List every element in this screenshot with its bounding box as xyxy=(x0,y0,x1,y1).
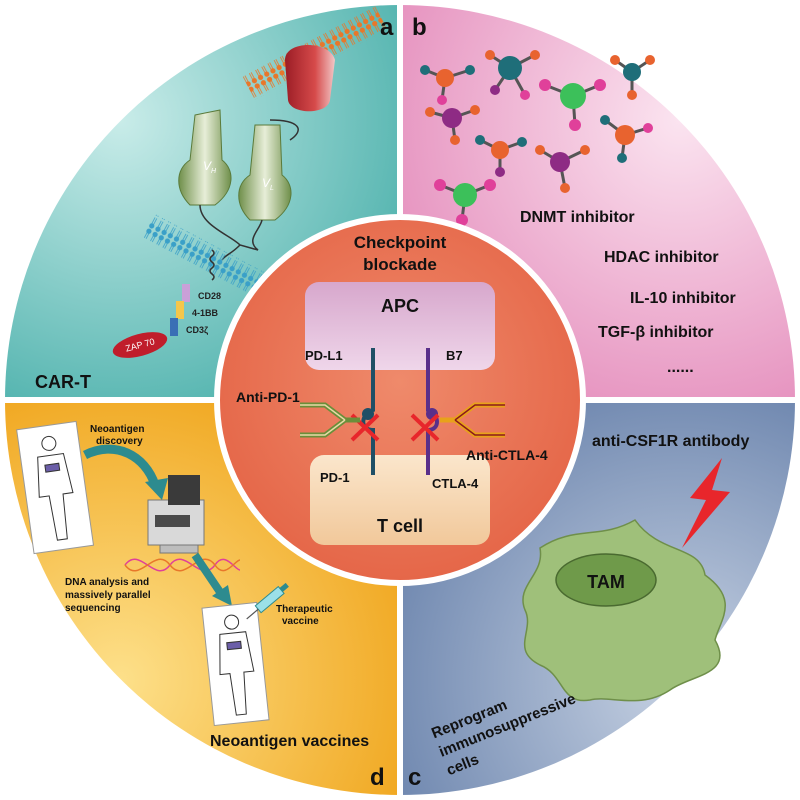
svg-text:VL: VL xyxy=(262,176,274,192)
svg-text:sequencing: sequencing xyxy=(65,603,121,614)
molecule-icon xyxy=(610,55,655,100)
panel-letter-c: c xyxy=(408,764,421,791)
zap70-icon xyxy=(112,332,168,358)
pdl1-label: PD-L1 xyxy=(305,348,343,363)
patient-card xyxy=(201,601,270,727)
molecule-icons xyxy=(420,50,655,226)
panel-letter-a: a xyxy=(380,14,394,41)
person-icon xyxy=(37,435,74,541)
molecule-icon xyxy=(535,145,590,193)
car-t-title: CAR-T xyxy=(35,372,91,392)
antigen-icon xyxy=(285,45,335,112)
hdac-inhibitor: HDAC inhibitor xyxy=(604,249,719,266)
svg-text:VH: VH xyxy=(203,159,217,175)
pd1-label: PD-1 xyxy=(320,470,350,485)
svg-text:CD3ζ: CD3ζ xyxy=(186,325,208,335)
molecule-icon xyxy=(485,50,540,100)
quadrant-d: d Neoantigen discovery DNA analysis and … xyxy=(16,420,385,791)
arrow-icon xyxy=(82,444,160,487)
vl-chain-icon xyxy=(238,124,292,221)
svg-text:Therapeutic: Therapeutic xyxy=(276,604,333,615)
svg-text:DNA analysis and: DNA analysis and xyxy=(65,577,149,588)
tam-nucleus xyxy=(555,553,657,607)
antibody-icon-highlight xyxy=(454,404,505,436)
block-x-icon xyxy=(410,413,440,442)
ctla4-label: CTLA-4 xyxy=(432,476,479,491)
panel-letter-b: b xyxy=(412,14,427,41)
cd3-domain xyxy=(170,318,178,336)
panel-letter-d: d xyxy=(370,764,385,791)
tcell xyxy=(310,455,490,545)
svg-text:discovery: discovery xyxy=(96,436,143,447)
apc-label: APC xyxy=(381,296,419,316)
svg-text:4-1BB: 4-1BB xyxy=(192,308,219,318)
il10-inhibitor: IL-10 inhibitor xyxy=(630,290,736,307)
vh-chain-icon xyxy=(178,109,232,206)
receptor-icon xyxy=(361,348,375,475)
person-icon xyxy=(219,614,255,716)
dnmt-inhibitor: DNMT inhibitor xyxy=(520,209,635,226)
arrow-icon xyxy=(191,552,226,598)
tgfb-inhibitor: TGF-β inhibitor xyxy=(598,324,714,341)
apc-cell xyxy=(305,282,495,370)
sequencer-icon xyxy=(147,475,205,554)
molecule-icon xyxy=(475,135,527,177)
syringe-icon xyxy=(246,582,289,620)
quadrant-b: b xyxy=(412,14,736,376)
molecule-icon xyxy=(539,79,606,131)
checkpoint-title-1: Checkpoint xyxy=(354,233,447,252)
svg-text:CD28: CD28 xyxy=(198,291,221,301)
molecule-icon xyxy=(434,179,496,226)
molecule-icon xyxy=(420,65,475,105)
quadrant-a: VH VL CD28 4-1BB CD3ζ ZAP 70 a CAR-T xyxy=(35,6,394,392)
cd28-domain xyxy=(182,284,190,302)
tcell-label: T cell xyxy=(377,516,423,536)
lightning-icon xyxy=(682,458,730,548)
neoantigen-vaccines-title: Neoantigen vaccines xyxy=(210,733,369,750)
svg-text:massively parallel: massively parallel xyxy=(65,590,151,601)
ellipsis: ...... xyxy=(667,359,694,376)
transmembrane-spring xyxy=(209,249,215,281)
patient-card xyxy=(16,420,95,555)
svg-text:vaccine: vaccine xyxy=(282,616,319,627)
molecule-icon xyxy=(600,115,653,163)
checkpoint-blockade-panel: Checkpoint blockade APC T cell Anti-PD-1 xyxy=(214,214,586,586)
b7-label: B7 xyxy=(446,348,463,363)
svg-text:Neoantigen: Neoantigen xyxy=(90,424,144,435)
molecule-icon xyxy=(425,105,480,145)
4-1bb-domain xyxy=(176,301,184,319)
anti-ctla4-label: Anti-CTLA-4 xyxy=(466,447,548,463)
checkpoint-title-2: blockade xyxy=(363,255,437,274)
pd-ligand-node xyxy=(362,408,374,420)
anti-pd1-label: Anti-PD-1 xyxy=(236,389,300,405)
tam-label: TAM xyxy=(587,572,625,592)
anti-csf1r-label: anti-CSF1R antibody xyxy=(592,433,749,450)
dna-icon xyxy=(124,558,241,572)
antibody-icon-highlight xyxy=(300,404,346,436)
